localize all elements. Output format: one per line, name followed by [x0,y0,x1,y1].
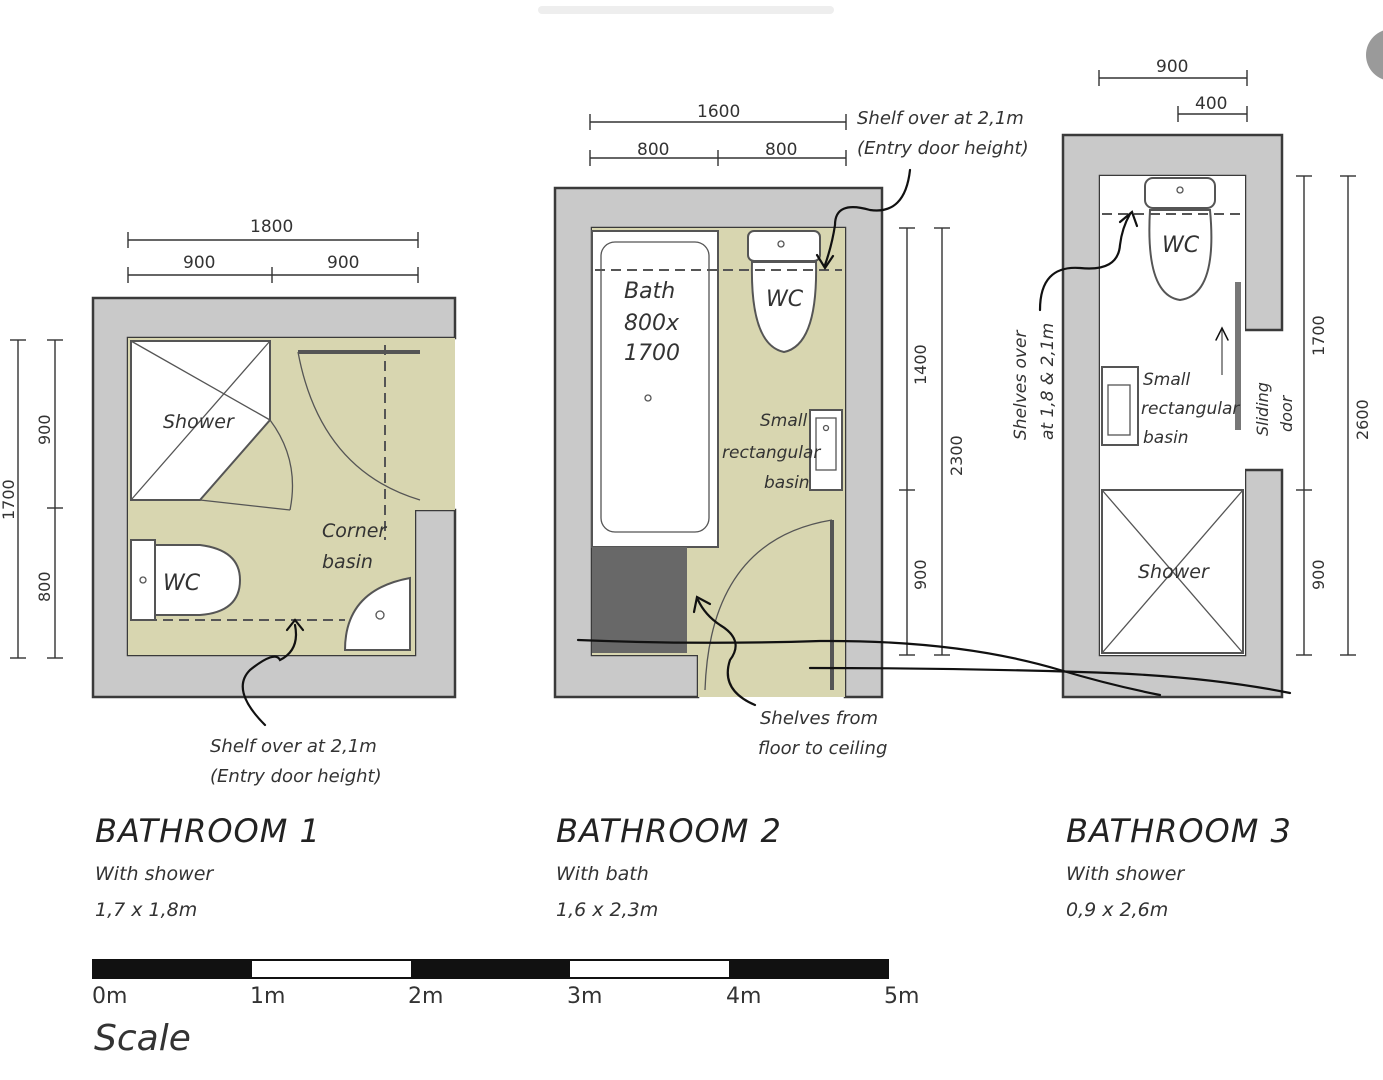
bathroom-2-wc-bowl [750,261,818,354]
bathroom-3-dim-partial-width: 400 [1195,94,1227,114]
bathroom-2-top-note-line-1: Shelf over at 2,1m [857,108,1024,129]
bathroom-2-bottom-note-line-2: floor to ceiling [758,738,887,759]
bathroom-2-size: 1,6 x 2,3m [556,899,658,921]
scale-word: Scale [94,1018,191,1059]
bathroom-3-wc-bowl [1148,209,1213,302]
bathroom-2-title: BATHROOM 2 [556,812,782,850]
bathroom-1-title: BATHROOM 1 [95,812,321,850]
bathroom-3-note-line-2: at 1,8 & 2,1m [1038,323,1058,440]
bathroom-1-dim-right-half: 900 [327,253,359,273]
scale-tick-0: 0m [92,984,127,1009]
bathroom-3-note-line-1: Shelves over [1011,330,1031,440]
bathroom-1-corner-basin-label-1: Corner [322,520,387,542]
bathroom-3-subtitle: With shower [1066,863,1185,885]
bathroom-3-dim-total-width: 900 [1156,57,1188,77]
bathroom-2-bath-label-3: 1700 [624,341,680,366]
bathroom-2-bottom-note-line-1: Shelves from [760,708,878,729]
bathroom-3-basin-label-3: basin [1143,428,1189,448]
bathroom-2-bottom-annotation-arrow [696,598,757,707]
bathroom-1-note-line-1: Shelf over at 2,1m [210,736,377,757]
bathroom-2-dim-lower: 900 [911,559,930,590]
bathroom-2-wc-label: WC [766,287,804,312]
bathroom-2-basin-label-1: Small [760,411,807,431]
bathroom-1-subtitle: With shower [95,863,214,885]
bathroom-3-plan: WC Small rectangular basin Sliding door … [1011,57,1372,699]
bathroom-1-dim-upper: 900 [35,414,54,445]
bathroom-2-dim-total-height: 2300 [947,435,966,476]
freehand-stroke-1 [576,638,1162,697]
bathroom-1-wc-bowl [154,544,242,616]
bathroom-1-plan: Shower WC Corner basin Shelf over at 2,1… [0,217,457,787]
bathroom-2-plan: Bath 800x 1700 WC Small rectangular basi… [553,102,1029,759]
bathroom-1-annotation-arrow [241,623,298,727]
bathroom-2-dim-left-half: 800 [637,140,669,160]
scale-segment-1 [93,960,252,978]
bathroom-2-small-basin [809,409,843,491]
bathroom-1-wc-cistern [130,539,156,621]
bathroom-3-size: 0,9 x 2,6m [1066,899,1168,921]
bathroom-2-basin-label-2: rectangular [722,443,821,463]
bathroom-2-dim-right-half: 800 [765,140,797,160]
bathroom-2-subtitle: With bath [556,863,649,885]
scale-tick-3: 3m [567,984,602,1009]
bathroom-3-shower-label: Shower [1138,561,1210,583]
bathroom-3-annotation-arrow [1038,212,1132,312]
scale-tick-5: 5m [884,984,919,1009]
bathroom-2-dark-shelf [592,547,687,653]
bathroom-2-dim-total-width: 1600 [697,102,740,122]
scale-bar: 0m 1m 2m 3m 4m 5m Scale [92,959,919,1059]
bathroom-3-door-label-2: door [1277,394,1296,432]
bathroom-2-bath [591,230,719,548]
bathroom-2-doorway-floor [698,655,845,697]
bathroom-3-title: BATHROOM 3 [1066,812,1292,850]
scale-segment-5 [729,960,888,978]
bathroom-2-top-annotation-arrow [823,168,912,267]
bathroom-1-shower-label: Shower [163,411,235,433]
bathroom-1-dim-total-height: 1700 [0,479,18,520]
bathroom-2-basin-label-3: basin [764,473,810,493]
bathroom-1-dim-left-half: 900 [183,253,215,273]
bathroom-3-basin-label-2: rectangular [1141,399,1240,419]
scale-tick-1: 1m [250,984,285,1009]
bathroom-1-dim-lower: 800 [35,571,54,602]
top-handle-bar [538,6,834,14]
bathroom-1-wc-label: WC [163,571,201,596]
bathroom-2-top-note-line-2: (Entry door height) [857,138,1029,159]
bathroom-1-note-line-2: (Entry door height) [210,766,382,787]
bathroom-3-door-label-1: Sliding [1253,382,1272,436]
bathroom-3-dim-total-height: 2600 [1353,399,1372,440]
bathroom-2-dim-upper: 1400 [911,344,930,385]
bathroom-1-size: 1,7 x 1,8m [95,899,197,921]
bathroom-1-corner-basin [343,576,411,651]
scale-segment-3 [411,960,570,978]
bathroom-3-wc-label: WC [1162,233,1200,258]
corner-circle-icon [1366,30,1383,80]
bathroom-2-bath-label-1: Bath [624,279,675,304]
freehand-stroke-2 [808,666,1292,695]
bathroom-3-dim-upper: 1700 [1309,315,1328,356]
bathroom-3-basin-label-1: Small [1143,370,1190,390]
scale-tick-4: 4m [726,984,761,1009]
bathroom-1-doorway-floor [415,338,455,510]
bathroom-2-bath-label-2: 800x [624,311,680,336]
bathroom-1-corner-basin-label-2: basin [322,551,373,573]
bathroom-3-dim-lower: 900 [1309,559,1328,590]
scale-tick-2: 2m [408,984,443,1009]
bathroom-1-dim-total-width: 1800 [250,217,293,237]
